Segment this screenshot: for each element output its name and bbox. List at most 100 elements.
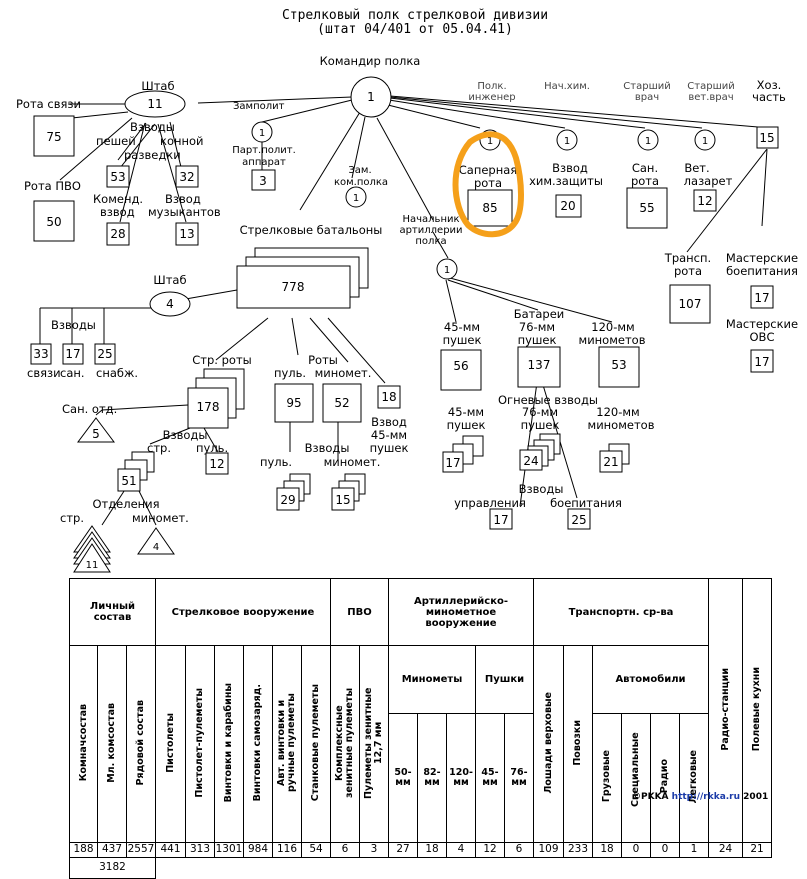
squad-rifle-triangle (73, 543, 111, 573)
table-value-7: 116 (272, 842, 302, 858)
officer-doctor-2: врач (635, 92, 659, 103)
aa-company-value: 50 (46, 215, 61, 229)
vet-line-2: лазарет (684, 174, 733, 188)
art-platoons-label: Взводы (519, 482, 564, 496)
squads-rifle: стр. (60, 511, 84, 525)
th-small-arms: Стрелковое вооружение (155, 578, 331, 646)
support-mortar-label: миномет. (315, 366, 372, 380)
aa-company-label: Рота ПВО (24, 179, 81, 193)
support-platoon-mortar-box (331, 487, 355, 511)
signal-company-box (33, 115, 75, 157)
th-special: Специальные (621, 713, 651, 843)
th-m50: 50-мм (388, 713, 418, 843)
support-mortar-value: 52 (334, 396, 349, 410)
th-wagons: Повозки (563, 645, 593, 843)
squads-label: Отделения (92, 497, 159, 511)
zampolit-label: Замполит (233, 101, 285, 112)
bn-supply-box (94, 343, 116, 365)
sappers-value: 85 (482, 201, 497, 215)
rifle-platoon-box (117, 468, 141, 492)
support-companies-label: Роты (308, 353, 338, 367)
staff-value: 11 (147, 97, 162, 111)
chem-head-value: 1 (564, 136, 570, 147)
table-value-14: 12 (475, 842, 505, 858)
fire-76-box (519, 449, 543, 471)
zam-kom-node (345, 186, 367, 208)
bn-signal-label: связи (27, 366, 61, 380)
vet-value: 12 (697, 194, 712, 208)
art-chief-node (436, 258, 458, 280)
art-chief-line-3: полка (415, 236, 446, 247)
signal-company-value: 75 (46, 130, 61, 144)
th-artillery: Артиллерийско-минометное вооружение (388, 578, 534, 646)
commandant-line-2: взвод (100, 205, 135, 219)
staff-node (124, 90, 186, 118)
table-value-18: 18 (592, 842, 622, 858)
party-value: 1 (259, 128, 265, 139)
rifle-companies-box (187, 387, 229, 429)
company-platoons-label: Взводы (163, 428, 208, 442)
support-platoon-mg-value: 29 (280, 493, 295, 507)
officer-engineer-2: инженер (468, 92, 515, 103)
sappers-box (467, 189, 513, 227)
art-ammo-value: 25 (571, 513, 586, 527)
transport-box (669, 284, 711, 324)
squads-mortar: миномет. (132, 511, 189, 525)
bn-signal-value: 33 (33, 347, 48, 361)
med-box (626, 187, 668, 229)
table-value-17: 233 (563, 842, 593, 858)
transport-value: 107 (679, 297, 702, 311)
th-trucks: Грузовые (592, 713, 622, 843)
table-total: 3182 (69, 857, 156, 879)
th-transport: Транспортн. ср-ва (533, 578, 709, 646)
th-radio: Радио-станции (708, 578, 743, 843)
zam-kom-line-2: ком.полка (334, 177, 388, 188)
bn-supply-label: снабж. (96, 366, 138, 380)
band-value: 13 (179, 227, 194, 241)
workshops-supply-line-2: боепитания (726, 264, 798, 278)
company-mg-value: 12 (209, 457, 224, 471)
commander-node (350, 76, 392, 118)
fire-45-line-1: 45-мм (448, 405, 484, 419)
th-aa: ПВО (330, 578, 389, 646)
bn-platoons-label: Взводы (51, 318, 96, 332)
fire-76-value: 24 (523, 454, 538, 468)
table-value-15: 6 (504, 842, 534, 858)
bat-76-box (517, 346, 561, 388)
th-semi: Винтовки самозаряд. (243, 645, 273, 843)
med-head-node (637, 129, 659, 151)
bat-120-line-2: минометов (579, 333, 646, 347)
recon-foot-box (106, 165, 130, 188)
san-squad-triangle (77, 417, 115, 443)
bn-med-label: сан. (60, 366, 85, 380)
th-rifles: Винтовки и карабины (214, 645, 244, 843)
party-line-1: Парт.полит. (232, 145, 296, 156)
workshops-supply-box (750, 285, 774, 309)
at-platoon-line-3: пушек (370, 441, 409, 455)
party-node (251, 121, 273, 143)
fire-120-box (599, 450, 623, 473)
transport-line-2: рота (674, 264, 702, 278)
workshops-ovs-line-2: ОВС (750, 330, 775, 344)
bat-120-line-1: 120-мм (591, 320, 634, 334)
footer-url[interactable]: http://rkka.ru (671, 792, 741, 802)
bat-76-line-1: 76-мм (519, 320, 555, 334)
officer-chem: Нач.хим. (544, 81, 590, 92)
recon-horse: конной (160, 134, 204, 148)
org-chart: Стрелковый полк стрелковой дивизии (штат… (16, 8, 798, 573)
med-value: 55 (639, 201, 654, 215)
title-line-1: Стрелковый полк стрелковой дивизии (282, 8, 548, 23)
chem-line-2: хим.защиты (529, 174, 603, 188)
bat-120-box (598, 346, 640, 388)
table-value-1: 437 (97, 842, 127, 858)
recon-foot-value: 53 (110, 170, 125, 184)
san-squad-label: Сан. отд. (62, 402, 117, 416)
table-value-12: 18 (417, 842, 447, 858)
connector-lines (39, 95, 768, 526)
recon-horse-value: 32 (179, 170, 194, 184)
fire-45-line-2: пушек (447, 418, 486, 432)
table-value-5: 1301 (214, 842, 244, 858)
th-personnel: Личный состав (69, 578, 156, 646)
recon-foot-line-2: разведки (124, 148, 181, 162)
art-chief-value: 1 (444, 265, 450, 276)
